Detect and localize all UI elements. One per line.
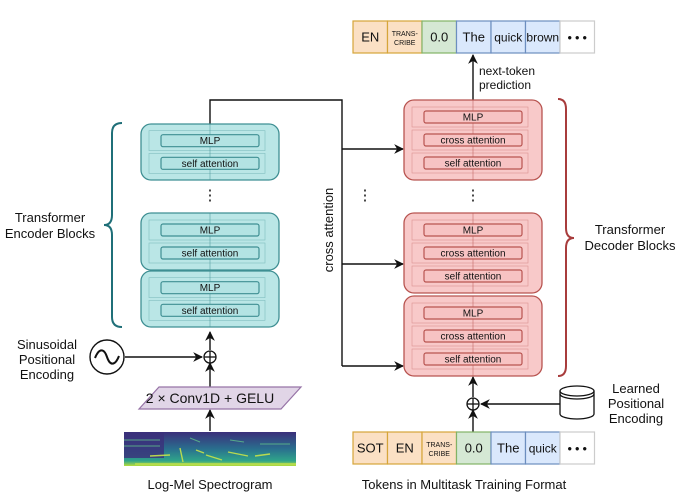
cross-attention-layer-label: cross attention [440, 249, 505, 260]
learned-label-line1: Learned [612, 381, 660, 396]
encoder-block: MLP self attention [140, 270, 280, 328]
decoder-block: MLP cross attention self attention [403, 295, 543, 377]
decoder-block: MLP cross attention self attention [403, 212, 543, 294]
token: TRANS- CRIBE [421, 431, 458, 465]
spectrogram-label: Log-Mel Spectrogram [148, 477, 273, 492]
input-token-row: SOT EN TRANS- CRIBE 0.0 The quick • • • [352, 431, 596, 465]
MLP-layer-label: MLP [200, 226, 221, 237]
token-label: quick [494, 31, 523, 45]
token: quick [490, 20, 527, 54]
next-token-label-line1: next-token [479, 64, 535, 78]
token: quick [524, 431, 561, 465]
decoder-label-line1: Transformer [595, 222, 666, 237]
self-attention-layer [423, 156, 523, 170]
token: • • • [559, 20, 596, 54]
token-label: The [463, 30, 485, 45]
self-attention-layer-label: self attention [182, 159, 239, 170]
connectors [125, 54, 560, 432]
cross-attention-layer [423, 133, 523, 147]
token-label: CRIBE [394, 40, 416, 47]
input-tokens-label: Tokens in Multitask Training Format [362, 477, 567, 492]
token: 0.0 [455, 431, 492, 465]
encoder-label-line1: Transformer [15, 210, 86, 225]
MLP-layer [160, 223, 260, 237]
encoder-add-node [203, 350, 217, 364]
self-attention-layer-label: self attention [182, 306, 239, 317]
self-attention-layer [160, 303, 260, 317]
encoder-block: MLP self attention [140, 212, 280, 271]
token: TRANS- CRIBE [386, 20, 423, 54]
MLP-layer-label: MLP [463, 309, 484, 320]
MLP-layer-label: MLP [200, 136, 221, 147]
token-label: 0.0 [465, 441, 483, 456]
decoder-ellipsis: ⋮ [466, 187, 481, 204]
token-label: SOT [357, 441, 384, 456]
token-label: TRANS- [426, 442, 453, 449]
self-attention-layer [160, 246, 260, 260]
encoder-block: MLP self attention [140, 123, 280, 181]
token-label: 0.0 [430, 30, 448, 45]
cross-attention-layer-label: cross attention [440, 136, 505, 147]
decoder-label-line2: Decoder Blocks [584, 238, 676, 253]
MLP-layer [160, 134, 260, 148]
token-label: quick [529, 442, 558, 456]
token-label: brown [526, 31, 559, 45]
MLP-layer-label: MLP [200, 283, 221, 294]
next-token-label-line2: prediction [479, 78, 531, 92]
token-label: TRANS- [392, 31, 419, 38]
token: SOT [352, 431, 389, 465]
token: • • • [559, 431, 596, 465]
self-attention-layer-label: self attention [182, 249, 239, 260]
decoder-bracket [557, 98, 575, 377]
token-label: The [497, 441, 519, 456]
token-label: • • • [568, 442, 587, 456]
self-attention-layer-label: self attention [445, 355, 502, 366]
MLP-layer-label: MLP [463, 226, 484, 237]
cross-attention-label: cross attention [321, 188, 336, 273]
cross-attention-layer-label: cross attention [440, 332, 505, 343]
cross-attention-layer [423, 329, 523, 343]
MLP-layer-label: MLP [463, 113, 484, 124]
self-attention-layer [160, 156, 260, 170]
conv-label: 2 × Conv1D + GELU [146, 390, 274, 406]
sinusoidal-label-line1: Sinusoidal [17, 337, 77, 352]
encoder-bracket [103, 122, 123, 328]
token: EN [386, 431, 423, 465]
token-label: EN [396, 441, 414, 456]
self-attention-layer [423, 269, 523, 283]
learned-label-line2: Positional [608, 396, 664, 411]
MLP-layer [423, 223, 523, 237]
token: EN [352, 20, 389, 54]
learned-label-line3: Encoding [609, 411, 663, 426]
conv-block [137, 386, 303, 410]
token-label: EN [361, 30, 379, 45]
database-icon [559, 385, 595, 420]
encoder-label-line2: Encoder Blocks [5, 226, 96, 241]
token: brown [524, 20, 561, 54]
MLP-layer [423, 306, 523, 320]
self-attention-layer-label: self attention [445, 272, 502, 283]
encoder-output-line [209, 99, 343, 366]
spectrogram-image [124, 432, 296, 466]
token: 0.0 [421, 20, 458, 54]
self-attention-layer [423, 352, 523, 366]
token: The [455, 20, 492, 54]
encoder-ellipsis: ⋮ [203, 187, 218, 204]
decoder-add-node [466, 397, 480, 411]
sinusoidal-label-line3: Encoding [20, 367, 74, 382]
cross-attention-ellipsis: ⋮ [358, 187, 373, 204]
cross-attention-layer [423, 246, 523, 260]
token-label: CRIBE [429, 451, 451, 458]
sinusoid-icon [89, 339, 125, 375]
MLP-layer [160, 281, 260, 295]
sinusoidal-label-line2: Positional [19, 352, 75, 367]
token-label: • • • [568, 31, 587, 45]
self-attention-layer-label: self attention [445, 159, 502, 170]
token: The [490, 431, 527, 465]
MLP-layer [423, 110, 523, 124]
decoder-block: MLP cross attention self attention [403, 99, 543, 181]
